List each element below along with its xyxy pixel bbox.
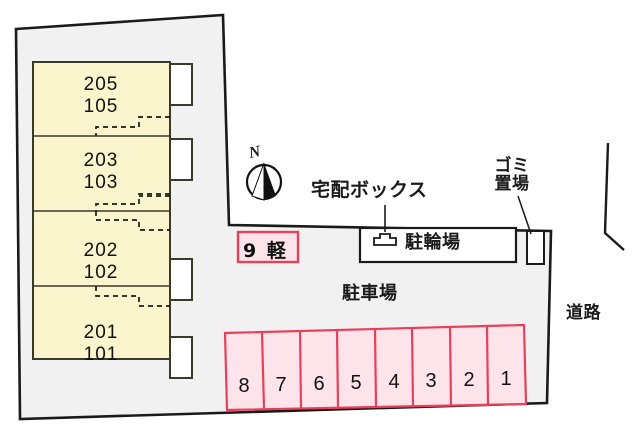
kei-stall-box	[236, 230, 300, 264]
parking-stall-number: 3	[425, 370, 437, 392]
parking-stall-number: 7	[275, 374, 287, 396]
unit-label-202-102: 202 102	[31, 240, 171, 285]
trash-area-label: ゴミ 置場	[492, 156, 532, 194]
unit-entrance-201	[169, 336, 193, 379]
road-label: 道路	[566, 303, 601, 323]
kei-stall-label: 9 軽	[243, 240, 288, 262]
parking-stall-number: 6	[313, 373, 325, 395]
unit-label-205-105: 205 105	[31, 74, 171, 119]
unit-label-203-103: 203 103	[31, 150, 171, 195]
delivery-box-icon	[373, 233, 397, 246]
trash-area-leader-line	[517, 195, 532, 235]
unit-lower-number: 103	[83, 172, 119, 194]
trash-area-box	[526, 230, 545, 265]
parking-stall-number: 4	[388, 371, 400, 393]
balcony-dashed-outline	[95, 116, 170, 307]
parking-stall-number: 5	[350, 372, 362, 394]
trash-area-label-line1: ゴミ	[494, 156, 530, 176]
unit-entrance-202	[169, 258, 193, 301]
unit-upper-number: 203	[83, 150, 119, 171]
parking-stall-dividers	[260, 325, 490, 410]
unit-entrance-203	[169, 138, 193, 181]
compass-needle-dark	[264, 163, 276, 200]
compass-rose-icon	[245, 162, 283, 201]
unit-label-201-101: 201 101	[31, 322, 171, 367]
bicycle-parking-label: 駐輪場	[405, 232, 461, 253]
bicycle-parking-area	[358, 205, 518, 264]
unit-upper-number: 202	[83, 240, 119, 261]
kei-car-stall-9	[236, 230, 300, 264]
parking-stall-number: 1	[500, 368, 512, 390]
apartment-building	[32, 61, 193, 379]
unit-upper-number: 205	[83, 74, 119, 95]
unit-upper-number: 201	[83, 322, 119, 343]
unit-lower-number: 101	[83, 344, 119, 366]
parking-stall-number: 8	[238, 375, 250, 397]
unit-entrance-205	[169, 63, 193, 106]
unit-lower-number: 102	[83, 262, 119, 284]
compass-needle-light	[251, 162, 265, 201]
delivery-box-label: 宅配ボックス	[311, 179, 428, 201]
road-edge-lines	[603, 142, 625, 251]
parking-area-label: 駐車場	[342, 283, 398, 304]
trash-area-label-line2: 置場	[494, 173, 530, 194]
parking-stall-number: 2	[463, 369, 475, 391]
unit-lower-number: 105	[83, 96, 119, 118]
trash-area	[517, 195, 545, 265]
parking-stall-row	[223, 323, 528, 412]
